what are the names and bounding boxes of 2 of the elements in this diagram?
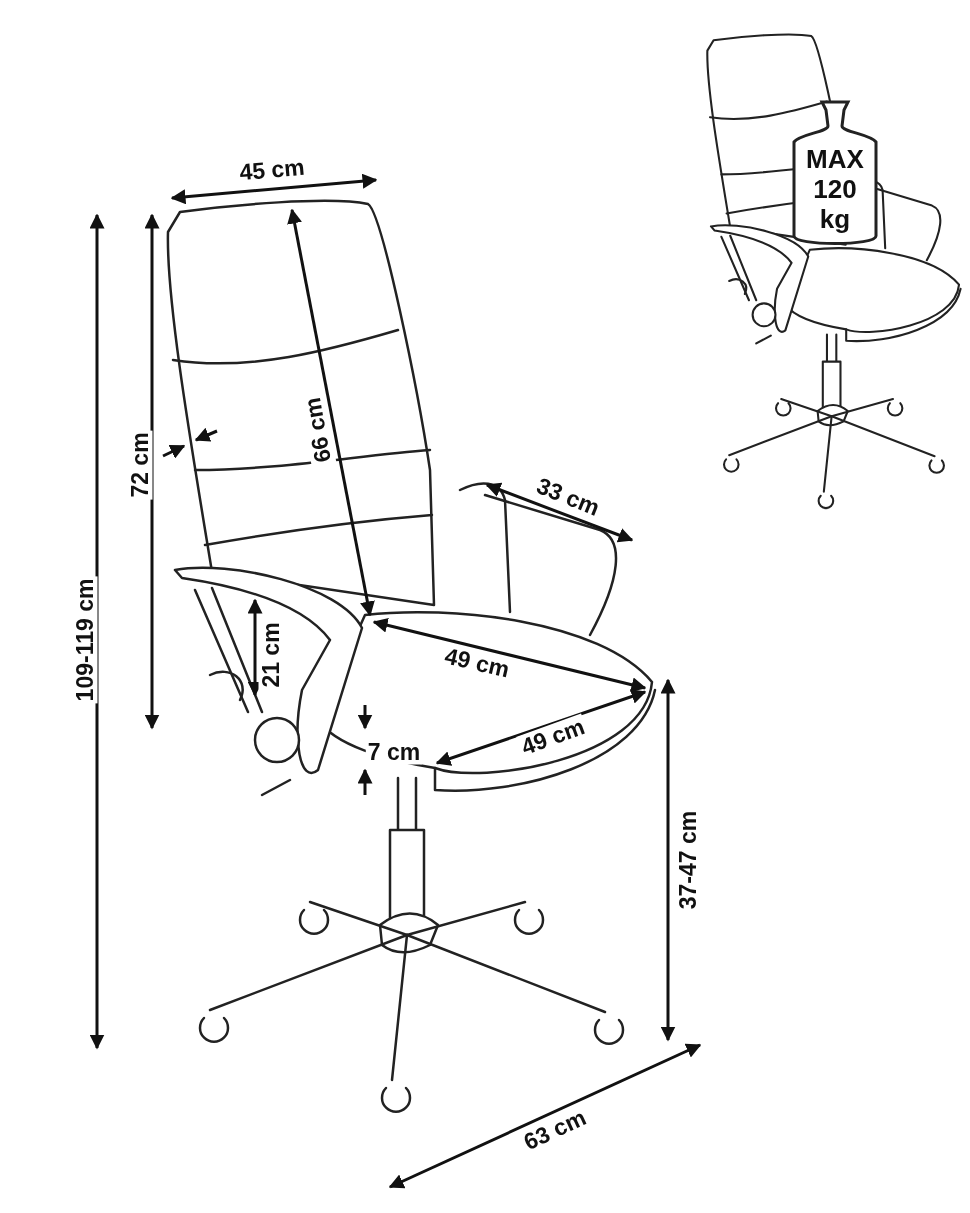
weight-badge — [790, 98, 880, 248]
weight-limit-text: MAX 120 kg — [805, 144, 865, 234]
